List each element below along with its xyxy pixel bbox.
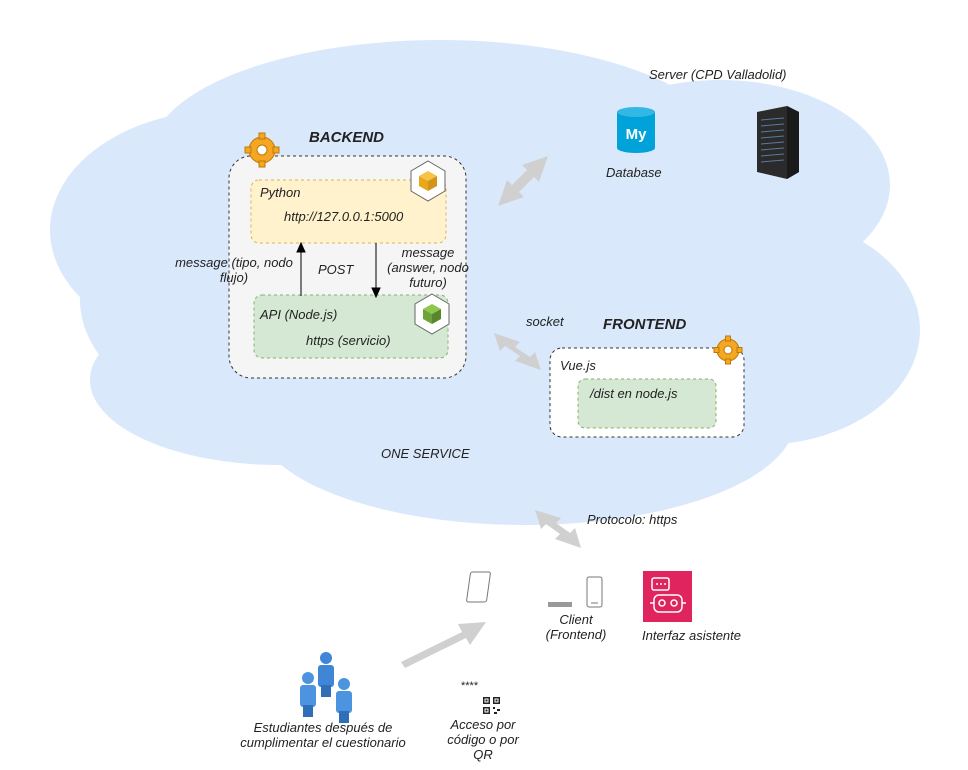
acceso-label: Acceso por código o por QR [447,717,519,762]
gear-icon-frontend [713,335,743,365]
client-devices-icon [466,571,603,608]
students-arrow [401,622,486,668]
students-label: Estudiantes después de cumplimentar el c… [240,720,406,750]
post-arrows [296,241,381,299]
api-title: API (Node.js) [260,307,338,322]
python-box [250,179,447,244]
server-label: Server (CPD Valladolid) [649,67,787,82]
qr-code-icon [483,697,500,714]
svg-text:My: My [626,126,647,143]
post-label: POST [318,262,354,277]
database-label: Database [606,165,662,180]
protocol-label: Protocolo: https [587,512,678,527]
stars-label: **** [461,680,479,692]
server-rack-icon [757,106,799,179]
socket-arrow [494,333,541,370]
dist-box [577,378,717,429]
interfaz-label: Interfaz asistente [642,628,741,643]
frontend-title: FRONTEND [603,316,687,333]
api-box [253,294,449,359]
cloud-shape [50,40,920,525]
students-group-icon [300,652,352,723]
message-left-label: message (tipo, nodo flujo) [175,255,293,285]
python-title: Python [260,185,301,200]
db-connection-arrow [498,156,548,206]
one-service-label: ONE SERVICE [381,446,470,461]
mysql-database-icon: My [617,107,655,153]
python-cube-icon [410,160,446,202]
message-right-label: message (answer, nodo futuro) [387,245,469,290]
python-url: http://127.0.0.1:5000 [284,209,404,224]
socket-label: socket [526,314,564,329]
client-label: Client (Frontend) [545,612,607,642]
robot-assistant-icon [643,571,692,622]
dist-label: /dist en node.js [590,386,678,401]
vue-label: Vue.js [560,358,596,373]
backend-title: BACKEND [309,129,384,146]
protocol-arrow [535,510,581,548]
api-protocol: https (servicio) [306,333,391,348]
gear-icon [244,132,280,168]
node-cube-icon [414,293,450,335]
